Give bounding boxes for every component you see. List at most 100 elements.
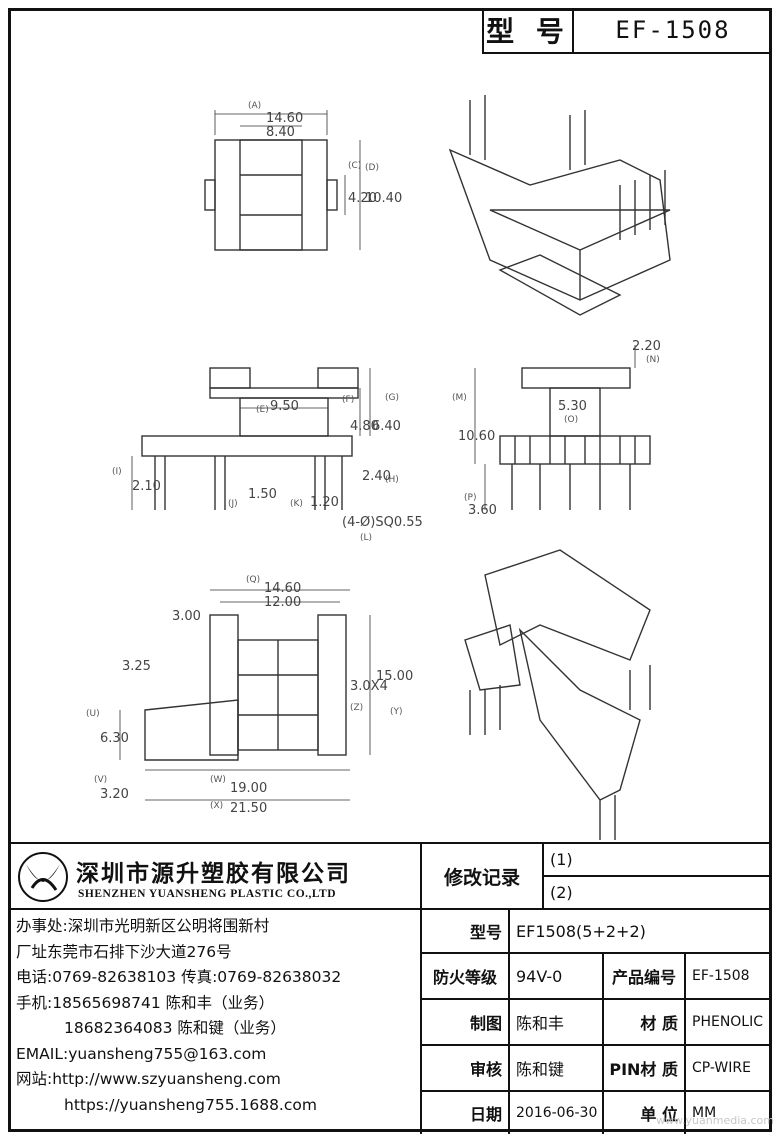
material-value: PHENOLIC (692, 1014, 764, 1030)
dim-label-f: (F) (342, 395, 354, 405)
product-no-value: EF-1508 (692, 968, 750, 984)
drawn-value: 陈和丰 (510, 1000, 604, 1044)
dim-label-e: (E) (256, 405, 269, 415)
dim-label-y: (Y) (390, 707, 403, 717)
model-label: 型 号 (484, 8, 574, 52)
material-label: 材 质 (604, 1000, 686, 1044)
dim-label-v: (V) (94, 775, 107, 785)
drawing-frame (8, 8, 772, 1132)
mobile-2: 18682364083 陈和键（业务） (64, 1019, 286, 1037)
dim-label-u: (U) (86, 709, 100, 719)
revision-label: 修改记录 (422, 844, 544, 908)
dim-t: 3.25 (122, 659, 151, 674)
dim-e: 9.50 (270, 399, 299, 414)
review-label: 审核 (422, 1046, 510, 1090)
product-no-label: 产品编号 (604, 954, 686, 998)
bottom-view (119, 589, 371, 801)
dim-u: 6.30 (100, 731, 129, 746)
fire-row: 防火等级 94V-0 产品编号 EF-1508 (422, 954, 772, 1000)
model-row: 型号 EF1508(5+2+2) (422, 910, 772, 954)
revision-1: (1) (544, 844, 772, 877)
fire-label: 防火等级 (422, 954, 510, 998)
dim-v: 3.20 (100, 787, 129, 802)
iso-view-bottom (464, 549, 651, 845)
dim-y: 15.00 (376, 669, 413, 684)
company-logo-icon (18, 852, 68, 902)
drawn-row: 制图 陈和丰 材 质 PHENOLIC (422, 1000, 772, 1046)
dim-label-m: (M) (452, 393, 467, 403)
watermark: www.yuanmedia.com (656, 1114, 774, 1127)
dim-l: (4-Ø)SQ0.55 (342, 515, 423, 530)
dim-b: 8.40 (266, 125, 295, 140)
iso-body-2 (484, 549, 651, 661)
drawing-svg: (A) 14.60 8.40 (C) 4.20 (D) 10.40 (E) 9.… (86, 95, 671, 845)
date-value: 2016-06-30 (510, 1092, 604, 1134)
dim-label-l: (L) (360, 533, 372, 543)
website-2[interactable]: https://yuansheng755.1688.com (64, 1095, 317, 1114)
revision-2: (2) (550, 883, 573, 902)
dim-label-n: (N) (646, 355, 660, 365)
dim-label-z: (Z) (350, 703, 363, 713)
dim-label-h: (H) (385, 475, 399, 485)
contact-info: 办事处:深圳市光明新区公明将围新村 厂址东莞市石排下沙大道276号 电话:076… (16, 914, 420, 1118)
dim-p: 3.60 (468, 503, 497, 518)
dim-label-o: (O) (564, 415, 578, 425)
dim-w: 19.00 (230, 781, 267, 796)
website-1[interactable]: 网站:http://www.szyuansheng.com (16, 1070, 281, 1088)
dim-x: 21.50 (230, 801, 267, 816)
unit-value: MM (692, 1105, 717, 1121)
dim-label-a: (A) (248, 101, 261, 111)
date-label: 日期 (422, 1092, 510, 1134)
bottom-view-tab (144, 699, 239, 761)
dim-i: 2.10 (132, 479, 161, 494)
date-row: 日期 2016-06-30 单 位 MM (422, 1092, 772, 1134)
title-block: 型 号 EF-1508 (482, 8, 772, 54)
dim-label-c: (C) (348, 161, 361, 171)
dim-s: 3.00 (172, 609, 201, 624)
bottom-view-left-flange (209, 614, 239, 756)
front-view-base (141, 435, 353, 457)
dim-label-k: (K) (290, 499, 303, 509)
dim-label-x: (X) (210, 801, 223, 811)
technical-drawing: (A) 14.60 8.40 (C) 4.20 (D) 10.40 (E) 9.… (60, 70, 720, 845)
spec-table: 修改记录 (1) (2) 型号 EF1508(5+2+2) 防火等级 94V-0… (420, 844, 772, 1134)
dim-g: 6.40 (372, 419, 401, 434)
dim-label-p: (P) (464, 493, 476, 503)
fire-value: 94V-0 (510, 954, 604, 998)
top-view-body (214, 139, 328, 251)
dim-o: 5.30 (558, 399, 587, 414)
company-name-cn: 深圳市源升塑胶有限公司 (76, 861, 351, 887)
side-view-base (499, 435, 651, 465)
company-header: 深圳市源升塑胶有限公司 SHENZHEN YUANSHENG PLASTIC C… (8, 844, 420, 910)
email[interactable]: EMAIL:yuansheng755@163.com (16, 1044, 267, 1063)
dim-n: 2.20 (632, 339, 661, 354)
dim-z: 3.0X4 (350, 679, 388, 694)
company-name-en: SHENZHEN YUANSHENG PLASTIC CO.,LTD (78, 888, 337, 900)
model-value: EF-1508 (615, 16, 731, 44)
factory-address: 厂址东莞市石排下沙大道276号 (16, 942, 232, 961)
dim-h: 2.40 (362, 469, 391, 484)
dim-f: 4.80 (350, 419, 379, 434)
dim-label-q: (Q) (246, 575, 260, 585)
phone-fax: 电话:0769-82638103 传真:0769-82638032 (16, 968, 342, 986)
dim-m: 10.60 (458, 429, 495, 444)
mobile-1: 手机:18565698741 陈和丰（业务） (16, 993, 275, 1012)
top-view (204, 110, 361, 251)
unit-label: 单 位 (604, 1092, 686, 1134)
iso-view-top (448, 95, 671, 316)
dim-q: 14.60 (264, 581, 301, 596)
dim-r: 12.00 (264, 595, 301, 610)
dim-label-w: (W) (210, 775, 226, 785)
dim-j: 1.50 (248, 487, 277, 502)
model-row-value: EF1508(5+2+2) (516, 921, 646, 941)
dim-a: 14.60 (266, 111, 303, 126)
title-block-footer: 深圳市源升塑胶有限公司 SHENZHEN YUANSHENG PLASTIC C… (8, 842, 772, 1134)
side-view (474, 345, 651, 510)
drawn-label: 制图 (422, 1000, 510, 1044)
revision-row: 修改记录 (1) (2) (422, 844, 772, 910)
review-row: 审核 陈和键 PIN材 质 CP-WIRE (422, 1046, 772, 1092)
dim-label-i: (I) (112, 467, 122, 477)
front-view (131, 367, 371, 510)
dim-d: 10.40 (365, 191, 402, 206)
dim-label-g: (G) (385, 393, 399, 403)
